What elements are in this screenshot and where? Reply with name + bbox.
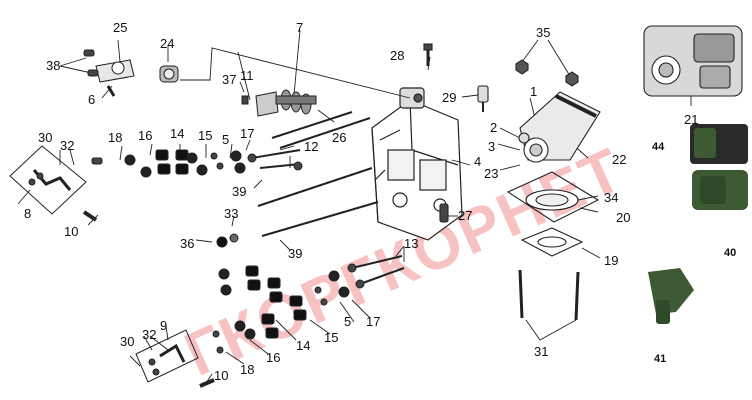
callout-39-top: 39 [232, 184, 246, 199]
callout-22: 22 [612, 152, 626, 167]
callout-25: 25 [113, 20, 127, 35]
callout-15-top: 15 [198, 128, 212, 143]
callout-15-bottom: 15 [324, 330, 338, 345]
callout-30-top: 30 [38, 130, 52, 145]
callout-1: 1 [530, 84, 537, 99]
callout-32-bottom: 32 [142, 327, 156, 342]
callout-numbers: 25 24 38 6 7 37 11 26 28 29 4 27 35 1 2 … [24, 20, 736, 383]
callout-39-bottom: 39 [288, 246, 302, 261]
callout-31: 31 [534, 344, 548, 359]
sensor-photos [648, 124, 748, 324]
callout-13: 13 [404, 236, 418, 251]
callout-28: 28 [390, 48, 404, 63]
callout-34: 34 [604, 190, 618, 205]
callout-8: 8 [24, 206, 31, 221]
callout-37: 37 [222, 72, 236, 87]
callout-20: 20 [616, 210, 630, 225]
callout-30-bottom: 30 [120, 334, 134, 349]
callout-9: 9 [160, 318, 167, 333]
callout-14-top: 14 [170, 126, 184, 141]
callout-11: 11 [240, 68, 254, 83]
callout-7: 7 [296, 20, 303, 35]
callout-41: 41 [654, 353, 666, 365]
callout-26: 26 [332, 130, 346, 145]
callout-40: 40 [724, 247, 736, 259]
callout-38: 38 [46, 58, 60, 73]
callout-17-bottom: 17 [366, 314, 380, 329]
callout-5-bottom: 5 [344, 314, 351, 329]
callout-19: 19 [604, 253, 618, 268]
callout-5-top: 5 [222, 132, 229, 147]
callout-36: 36 [180, 236, 194, 251]
parts-left [9, 49, 405, 388]
callout-18-bottom: 18 [240, 362, 254, 377]
callout-16-top: 16 [138, 128, 152, 143]
callout-16-bottom: 16 [266, 350, 280, 365]
callout-24: 24 [160, 36, 174, 51]
callout-12: 12 [304, 139, 318, 154]
sensor-41-photo [648, 268, 694, 314]
callout-21: 21 [684, 112, 698, 127]
callout-4: 4 [474, 154, 481, 169]
callout-10-bottom: 10 [214, 368, 228, 383]
callout-10-top: 10 [64, 224, 78, 239]
callout-33: 33 [224, 206, 238, 221]
callout-6: 6 [88, 92, 95, 107]
cylinder-head [371, 87, 463, 241]
callout-23: 23 [484, 166, 498, 181]
intake-parts [423, 25, 743, 321]
callout-17-top: 17 [240, 126, 254, 141]
callout-32-top: 32 [60, 138, 74, 153]
callout-29: 29 [442, 90, 456, 105]
callout-14-bottom: 14 [296, 338, 310, 353]
callout-27: 27 [458, 208, 472, 223]
callout-18-top: 18 [108, 130, 122, 145]
callout-44: 44 [652, 141, 665, 153]
callout-3: 3 [488, 139, 495, 154]
callout-35: 35 [536, 25, 550, 40]
callout-2: 2 [490, 120, 497, 135]
